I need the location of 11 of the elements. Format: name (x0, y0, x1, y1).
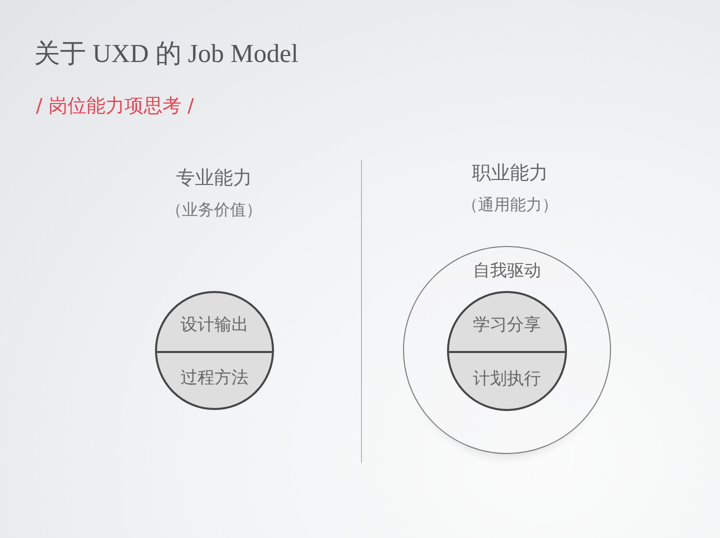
circle-label: 计划执行 (473, 368, 541, 390)
subtitle: / 岗位能力项思考 / (36, 95, 194, 118)
column-heading: 职业能力 (472, 162, 548, 185)
title: 关于 UXD 的 Job Model (34, 38, 298, 70)
column-subheading: （通用能力） (462, 195, 558, 214)
ring-label: 自我驱动 (473, 261, 541, 282)
circle-label: 学习分享 (473, 314, 541, 336)
circle-label: 过程方法 (180, 368, 248, 388)
column-heading: 专业能力 (176, 167, 252, 190)
column-subheading: （业务价值） (166, 200, 262, 220)
circle-label: 设计输出 (180, 314, 248, 335)
